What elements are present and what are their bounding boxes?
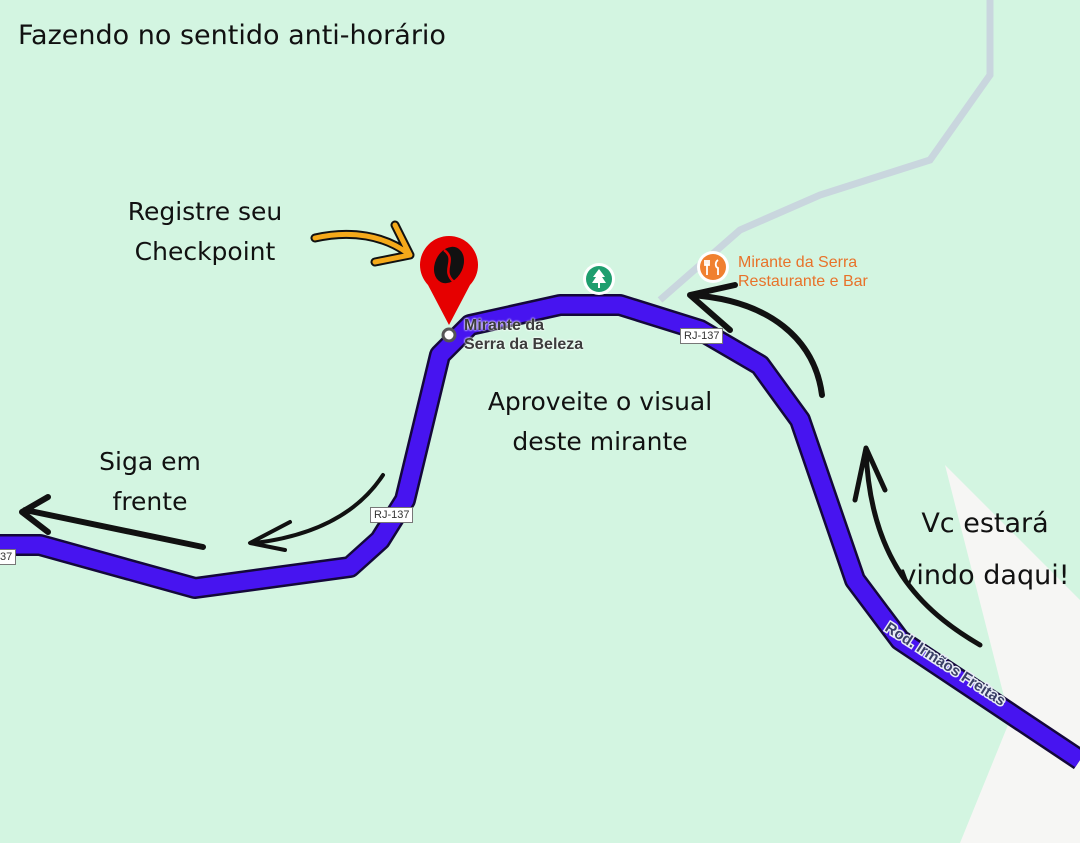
road-shield-rj137: RJ-137 bbox=[680, 328, 724, 344]
road-shield-rj137: RJ-137 bbox=[370, 507, 414, 523]
viewpoint-label[interactable]: Mirante da Serra da Beleza bbox=[464, 316, 583, 354]
secondary-road bbox=[657, 0, 994, 303]
checkpoint-annotation: Registre seu Checkpoint bbox=[100, 192, 310, 272]
arrow-view-to-left bbox=[248, 473, 385, 552]
viewpoint-line-1: Mirante da bbox=[464, 317, 545, 334]
ahead-line-1: Siga em bbox=[99, 447, 201, 476]
view-line-1: Aproveite o visual bbox=[487, 387, 713, 416]
checkpoint-line-2: Checkpoint bbox=[134, 237, 276, 266]
restaurant-marker[interactable] bbox=[697, 251, 729, 283]
ahead-annotation: Siga em frente bbox=[80, 442, 220, 522]
arrow-coming-up bbox=[852, 445, 983, 648]
coming-from-line-1: Vc estará bbox=[921, 508, 1049, 539]
hand-arrows bbox=[19, 220, 983, 648]
arrow-ahead bbox=[19, 494, 206, 550]
restaurant-line-2: Restaurante e Bar bbox=[738, 273, 868, 290]
title-annotation: Fazendo no sentido anti-horário bbox=[18, 20, 446, 51]
coming-from-line-2: vindo daqui! bbox=[900, 560, 1070, 591]
fork-knife-icon bbox=[704, 259, 719, 275]
view-annotation: Aproveite o visual deste mirante bbox=[470, 382, 730, 462]
ahead-line-2: frente bbox=[112, 487, 188, 516]
arrow-to-restaurant bbox=[687, 282, 825, 398]
view-line-2: deste mirante bbox=[512, 427, 688, 456]
restaurant-line-1: Mirante da Serra bbox=[738, 254, 858, 271]
viewpoint-line-2: Serra da Beleza bbox=[464, 336, 584, 353]
checkpoint-pin-icon[interactable] bbox=[420, 236, 478, 343]
coming-from-annotation: Vc estará vindo daqui! bbox=[895, 498, 1075, 602]
road-shield-edge: 37 bbox=[0, 549, 17, 565]
restaurant-label[interactable]: Mirante da Serra Restaurante e Bar bbox=[738, 253, 868, 291]
tree-icon bbox=[592, 269, 606, 288]
park-marker[interactable] bbox=[583, 263, 615, 295]
checkpoint-line-1: Registre seu bbox=[127, 197, 283, 226]
route bbox=[0, 294, 1080, 770]
